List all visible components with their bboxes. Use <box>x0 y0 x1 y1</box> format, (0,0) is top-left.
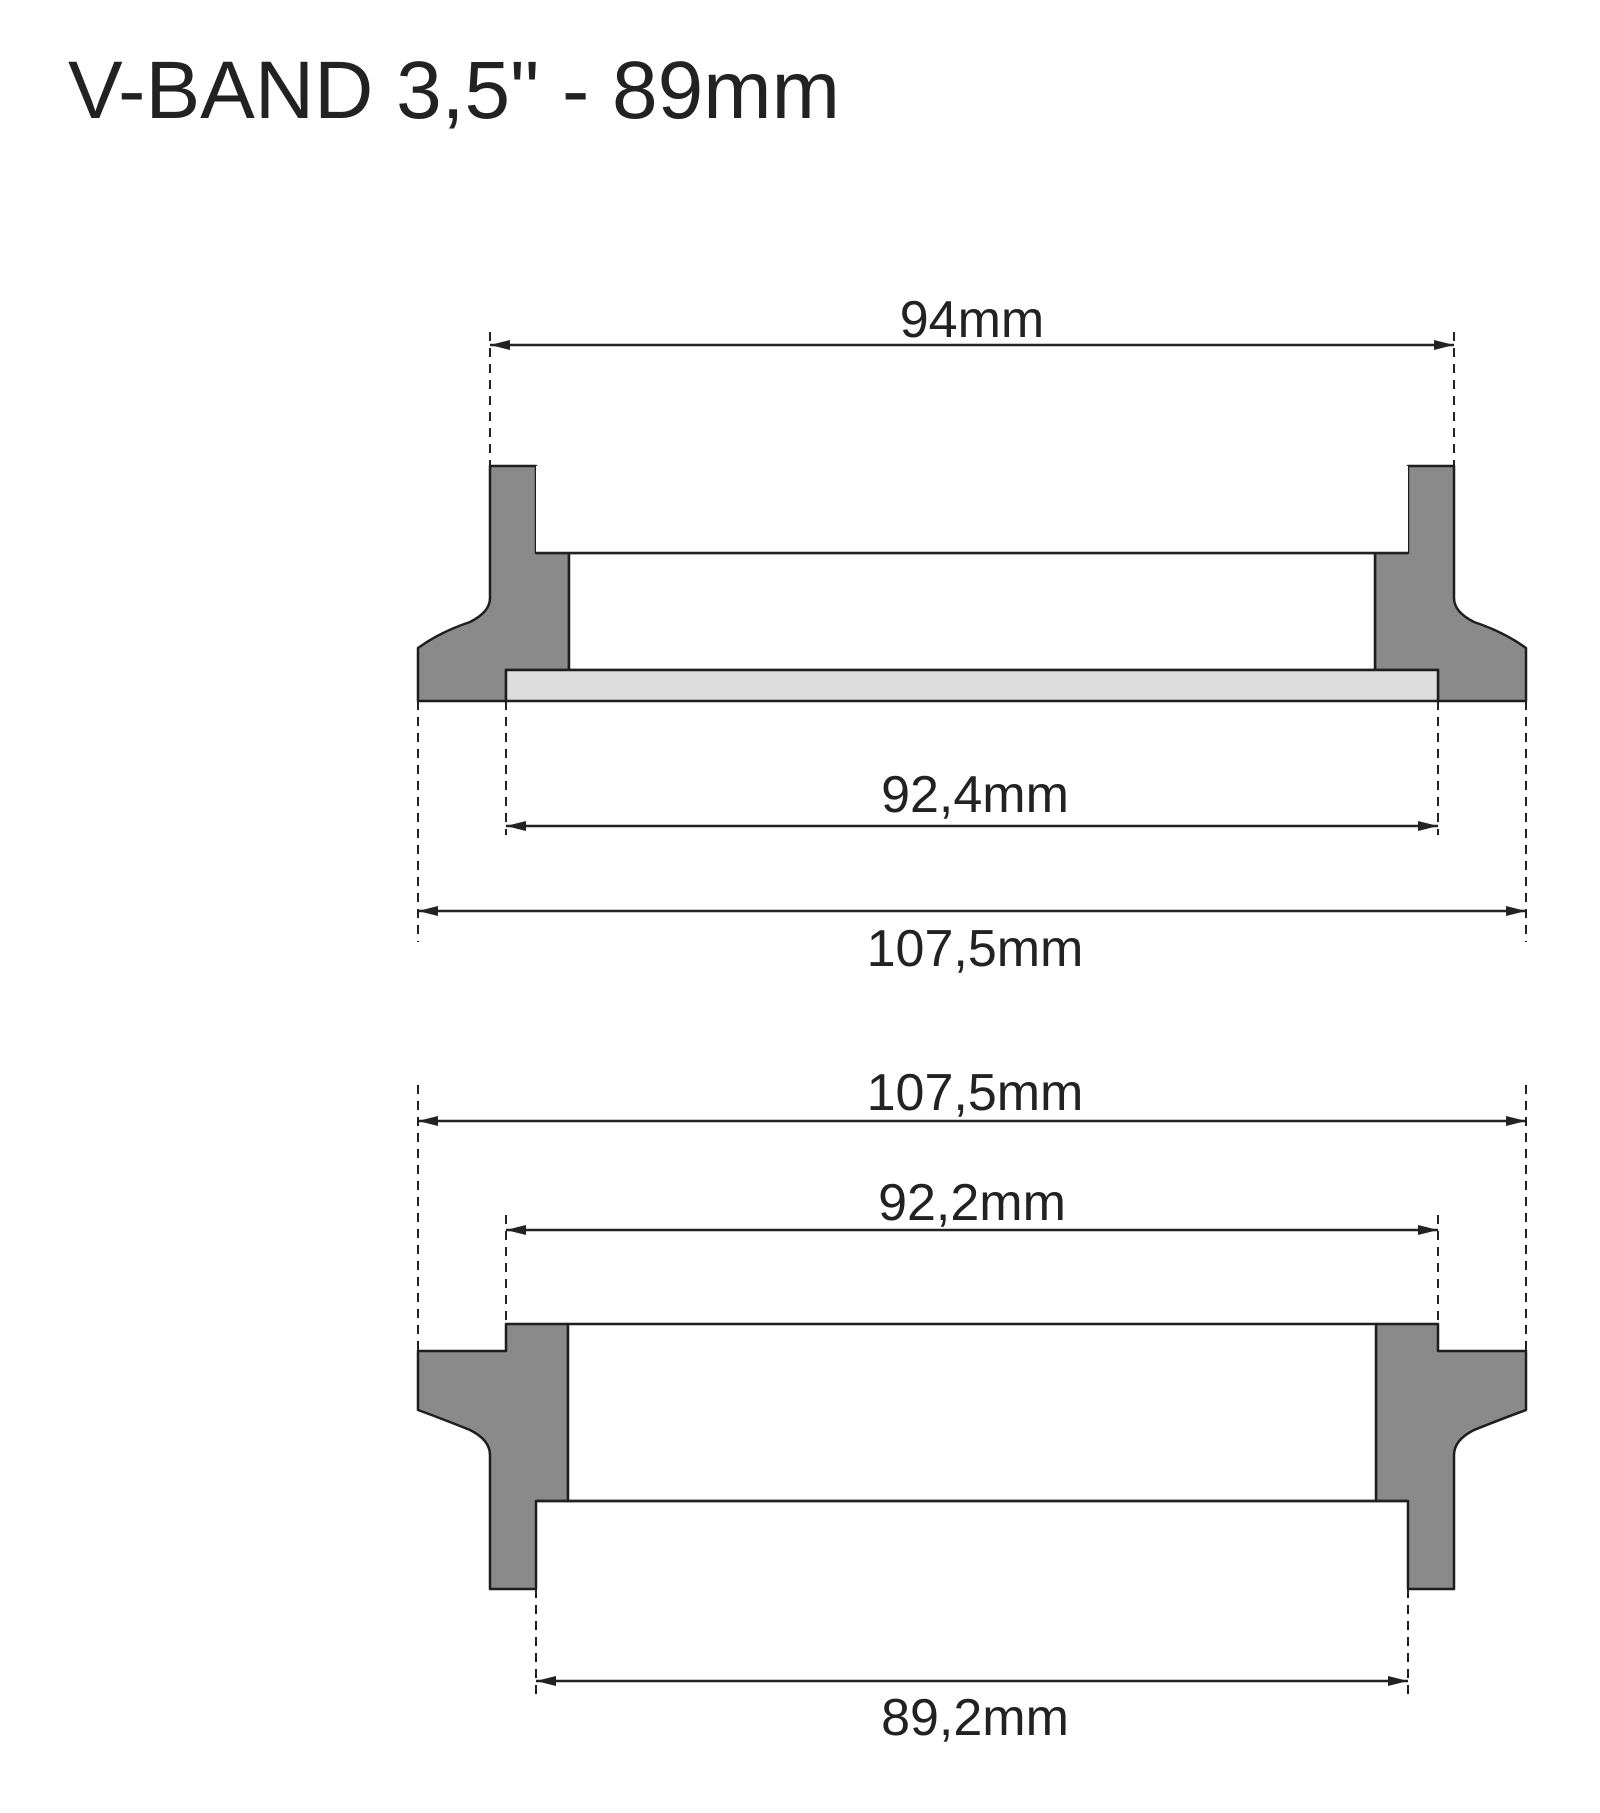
bottom-flange-bore <box>566 1322 1378 1503</box>
top-flange-bore <box>567 551 1377 672</box>
bottom-dim-89-2-label: 89,2mm <box>881 1689 1069 1747</box>
bottom-dim-107-5-label: 107,5mm <box>867 1064 1084 1122</box>
bottom-flange-left-section <box>416 1322 570 1591</box>
top-flange-seat <box>504 668 1440 703</box>
page-title: V-BAND 3,5" - 89mm <box>68 45 840 136</box>
top-flange: 94mm 92,4mm 107,5mm <box>416 291 1528 978</box>
bottom-flange-right-section <box>1374 1322 1528 1591</box>
top-dim-107-5-label: 107,5mm <box>867 920 1084 978</box>
top-dim-92-4-label: 92,4mm <box>881 766 1069 824</box>
bottom-flange: 107,5mm 92,2mm 89,2mm <box>416 1064 1528 1747</box>
top-dim-94-label: 94mm <box>900 291 1044 349</box>
bottom-dim-92-2-label: 92,2mm <box>878 1174 1066 1232</box>
top-flange-upper-bore <box>536 466 1408 553</box>
